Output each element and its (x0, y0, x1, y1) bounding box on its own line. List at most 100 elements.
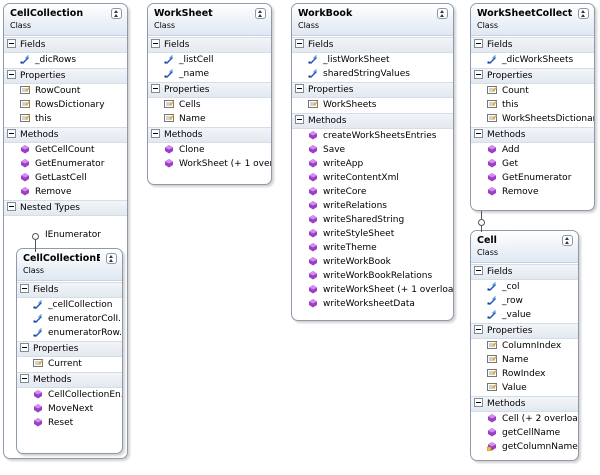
collapse-minus-icon[interactable] (295, 115, 304, 124)
collapse-minus-icon[interactable] (295, 84, 304, 93)
member-item[interactable]: WorkSheet (+ 1 overl... (148, 157, 271, 171)
collapse-minus-icon[interactable] (474, 129, 483, 138)
member-item[interactable]: Save (292, 143, 453, 157)
member-item[interactable]: Reset (17, 416, 122, 430)
section-header-properties[interactable]: Properties (17, 341, 122, 357)
member-item[interactable]: GetEnumerator (4, 157, 127, 171)
section-header-methods[interactable]: Methods (4, 127, 127, 143)
member-item[interactable]: Get (471, 157, 594, 171)
member-item[interactable]: WorkSheetsDictionary (471, 112, 594, 126)
collapse-minus-icon[interactable] (20, 374, 29, 383)
collapse-chevron-icon[interactable] (111, 8, 122, 19)
class-box-worksheetcollection[interactable]: WorkSheetCollectionClassFields_dicWorkSh… (470, 3, 595, 211)
section-header-properties[interactable]: Properties (471, 323, 578, 339)
member-item[interactable]: Value (471, 381, 578, 395)
member-item[interactable]: writeContentXml (292, 171, 453, 185)
member-item[interactable]: Cell (+ 2 overloa... (471, 412, 578, 426)
member-item[interactable]: _col (471, 280, 578, 294)
member-item[interactable]: _dicRows (4, 53, 127, 67)
collapse-chevron-icon[interactable] (437, 8, 448, 19)
collapse-minus-icon[interactable] (20, 343, 29, 352)
section-header-properties[interactable]: Properties (148, 82, 271, 98)
member-item[interactable]: _dicWorkSheets (471, 53, 594, 67)
section-header-fields[interactable]: Fields (17, 282, 122, 298)
section-header-fields[interactable]: Fields (4, 37, 127, 53)
section-header-properties[interactable]: Properties (4, 68, 127, 84)
member-item[interactable]: writeWorkSheet (+ 1 overload) (292, 283, 453, 297)
member-item[interactable]: createWorkSheetsEntries (292, 129, 453, 143)
member-item[interactable]: Count (471, 84, 594, 98)
member-item[interactable]: writeCore (292, 185, 453, 199)
member-item[interactable]: Current (17, 357, 122, 371)
collapse-minus-icon[interactable] (151, 129, 160, 138)
section-header-nested-types[interactable]: Nested Types (4, 200, 127, 216)
member-item[interactable]: RowIndex (471, 367, 578, 381)
member-item[interactable]: GetEnumerator (471, 171, 594, 185)
member-item[interactable]: Name (471, 353, 578, 367)
member-item[interactable]: writeSharedString (292, 213, 453, 227)
collapse-minus-icon[interactable] (151, 39, 160, 48)
section-header-properties[interactable]: Properties (471, 68, 594, 84)
member-item[interactable]: Remove (471, 185, 594, 199)
collapse-minus-icon[interactable] (7, 39, 16, 48)
member-item[interactable]: this (471, 98, 594, 112)
member-item[interactable]: enumeratorColI... (17, 312, 122, 326)
section-header-methods[interactable]: Methods (17, 372, 122, 388)
member-item[interactable]: writeWorkBook (292, 255, 453, 269)
member-item[interactable]: Clone (148, 143, 271, 157)
member-item[interactable]: this (4, 112, 127, 126)
collapse-minus-icon[interactable] (7, 129, 16, 138)
member-item[interactable]: _row (471, 294, 578, 308)
member-item[interactable]: _listWorkSheet (292, 53, 453, 67)
member-item[interactable]: Name (148, 112, 271, 126)
member-item[interactable]: Cells (148, 98, 271, 112)
member-item[interactable]: RowsDictionary (4, 98, 127, 112)
collapse-minus-icon[interactable] (474, 325, 483, 334)
collapse-minus-icon[interactable] (7, 202, 16, 211)
member-item[interactable]: RowCount (4, 84, 127, 98)
collapse-chevron-icon[interactable] (562, 235, 573, 246)
member-item[interactable]: Add (471, 143, 594, 157)
collapse-minus-icon[interactable] (295, 39, 304, 48)
member-item[interactable]: sharedStringValues (292, 67, 453, 81)
member-item[interactable]: writeTheme (292, 241, 453, 255)
collapse-minus-icon[interactable] (474, 398, 483, 407)
member-item[interactable]: WorkSheets (292, 98, 453, 112)
member-item[interactable]: Remove (4, 185, 127, 199)
member-item[interactable]: _listCell (148, 53, 271, 67)
collapse-chevron-icon[interactable] (255, 8, 266, 19)
member-item[interactable]: getCellName (471, 426, 578, 440)
collapse-minus-icon[interactable] (20, 284, 29, 293)
member-item[interactable]: GetLastCell (4, 171, 127, 185)
collapse-minus-icon[interactable] (151, 84, 160, 93)
section-header-methods[interactable]: Methods (471, 396, 578, 412)
member-item[interactable]: _name (148, 67, 271, 81)
section-header-fields[interactable]: Fields (292, 37, 453, 53)
member-item[interactable]: writeRelations (292, 199, 453, 213)
member-item[interactable]: getColumnName (471, 440, 578, 454)
collapse-chevron-icon[interactable] (106, 253, 117, 264)
class-box-cellcollectionenumerator[interactable]: CellCollectionE...ClassFields_cellCollec… (16, 248, 123, 454)
member-item[interactable]: writeStyleSheet (292, 227, 453, 241)
member-item[interactable]: writeWorkBookRelations (292, 269, 453, 283)
section-header-properties[interactable]: Properties (292, 82, 453, 98)
collapse-minus-icon[interactable] (474, 39, 483, 48)
member-item[interactable]: ColumnIndex (471, 339, 578, 353)
section-header-methods[interactable]: Methods (292, 113, 453, 129)
collapse-minus-icon[interactable] (474, 266, 483, 275)
collapse-minus-icon[interactable] (7, 70, 16, 79)
section-header-fields[interactable]: Fields (148, 37, 271, 53)
section-header-methods[interactable]: Methods (148, 127, 271, 143)
member-item[interactable]: writeWorksheetData (292, 297, 453, 311)
collapse-chevron-icon[interactable] (578, 8, 589, 19)
section-header-fields[interactable]: Fields (471, 37, 594, 53)
member-item[interactable]: writeApp (292, 157, 453, 171)
section-header-fields[interactable]: Fields (471, 264, 578, 280)
member-item[interactable]: enumeratorRow... (17, 326, 122, 340)
member-item[interactable]: GetCellCount (4, 143, 127, 157)
member-item[interactable]: _cellCollection (17, 298, 122, 312)
